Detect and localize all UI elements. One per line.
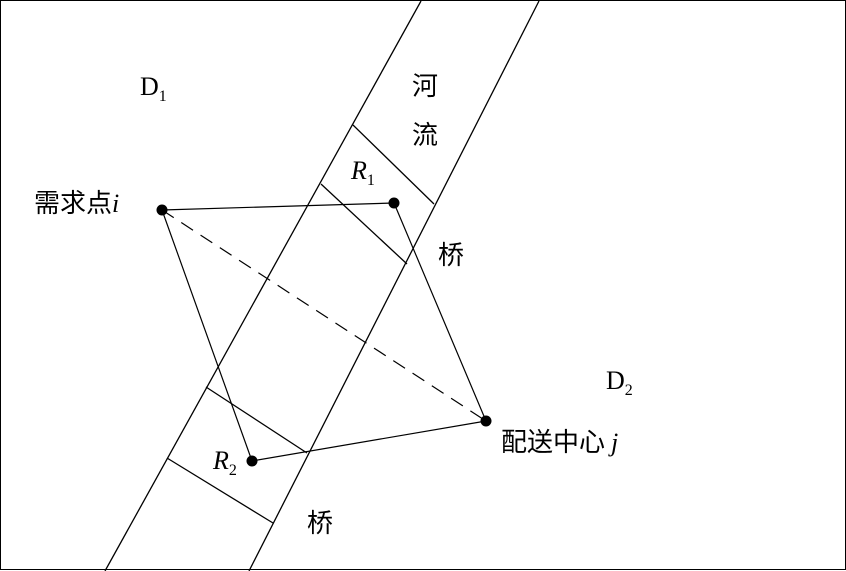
region-d2-subscript: 2 xyxy=(624,382,633,399)
lower-bridge-label: 桥 xyxy=(307,509,334,539)
r1-subscript: 1 xyxy=(366,172,375,189)
demand-point-i xyxy=(156,204,168,216)
upper-bridge-edge-top xyxy=(352,124,435,205)
distribution-center-j xyxy=(480,415,492,427)
demand-point-label: 需求点i xyxy=(34,189,120,219)
route-r1-to-j xyxy=(393,202,487,422)
region-d2-label: D2 xyxy=(606,368,633,399)
route-r2-to-j xyxy=(251,420,487,462)
demand-point-variable: i xyxy=(112,189,120,218)
region-d1-subscript: 1 xyxy=(158,88,167,105)
bridge-point-r1 xyxy=(388,197,400,209)
direct-route-dashed xyxy=(161,209,487,422)
upper-bridge-edge-bottom xyxy=(320,183,408,265)
demand-point-text: 需求点 xyxy=(34,189,113,219)
r1-letter: R xyxy=(351,156,367,185)
region-d1-letter: D xyxy=(140,72,159,101)
bridge-point-r1-label: R1 xyxy=(351,158,375,189)
distribution-center-variable: j xyxy=(611,428,619,457)
route-i-to-r2 xyxy=(161,209,253,462)
route-i-to-r1 xyxy=(161,202,395,211)
river-left-bank xyxy=(104,1,422,571)
river-label-char2: 流 xyxy=(412,121,439,151)
r2-letter: R xyxy=(213,446,229,475)
upper-bridge-label: 桥 xyxy=(438,241,465,271)
r2-subscript: 2 xyxy=(228,462,237,479)
river-right-bank xyxy=(248,1,540,571)
bridge-point-r2 xyxy=(246,455,258,467)
river-label-char1: 河 xyxy=(412,72,439,102)
region-d2-letter: D xyxy=(606,366,625,395)
bridge-point-r2-label: R2 xyxy=(213,448,237,479)
lower-bridge-edge-top xyxy=(205,386,308,454)
distribution-center-text: 配送中心 xyxy=(501,428,606,458)
region-d1-label: D1 xyxy=(140,74,167,105)
lower-bridge-edge-bottom xyxy=(166,457,274,524)
